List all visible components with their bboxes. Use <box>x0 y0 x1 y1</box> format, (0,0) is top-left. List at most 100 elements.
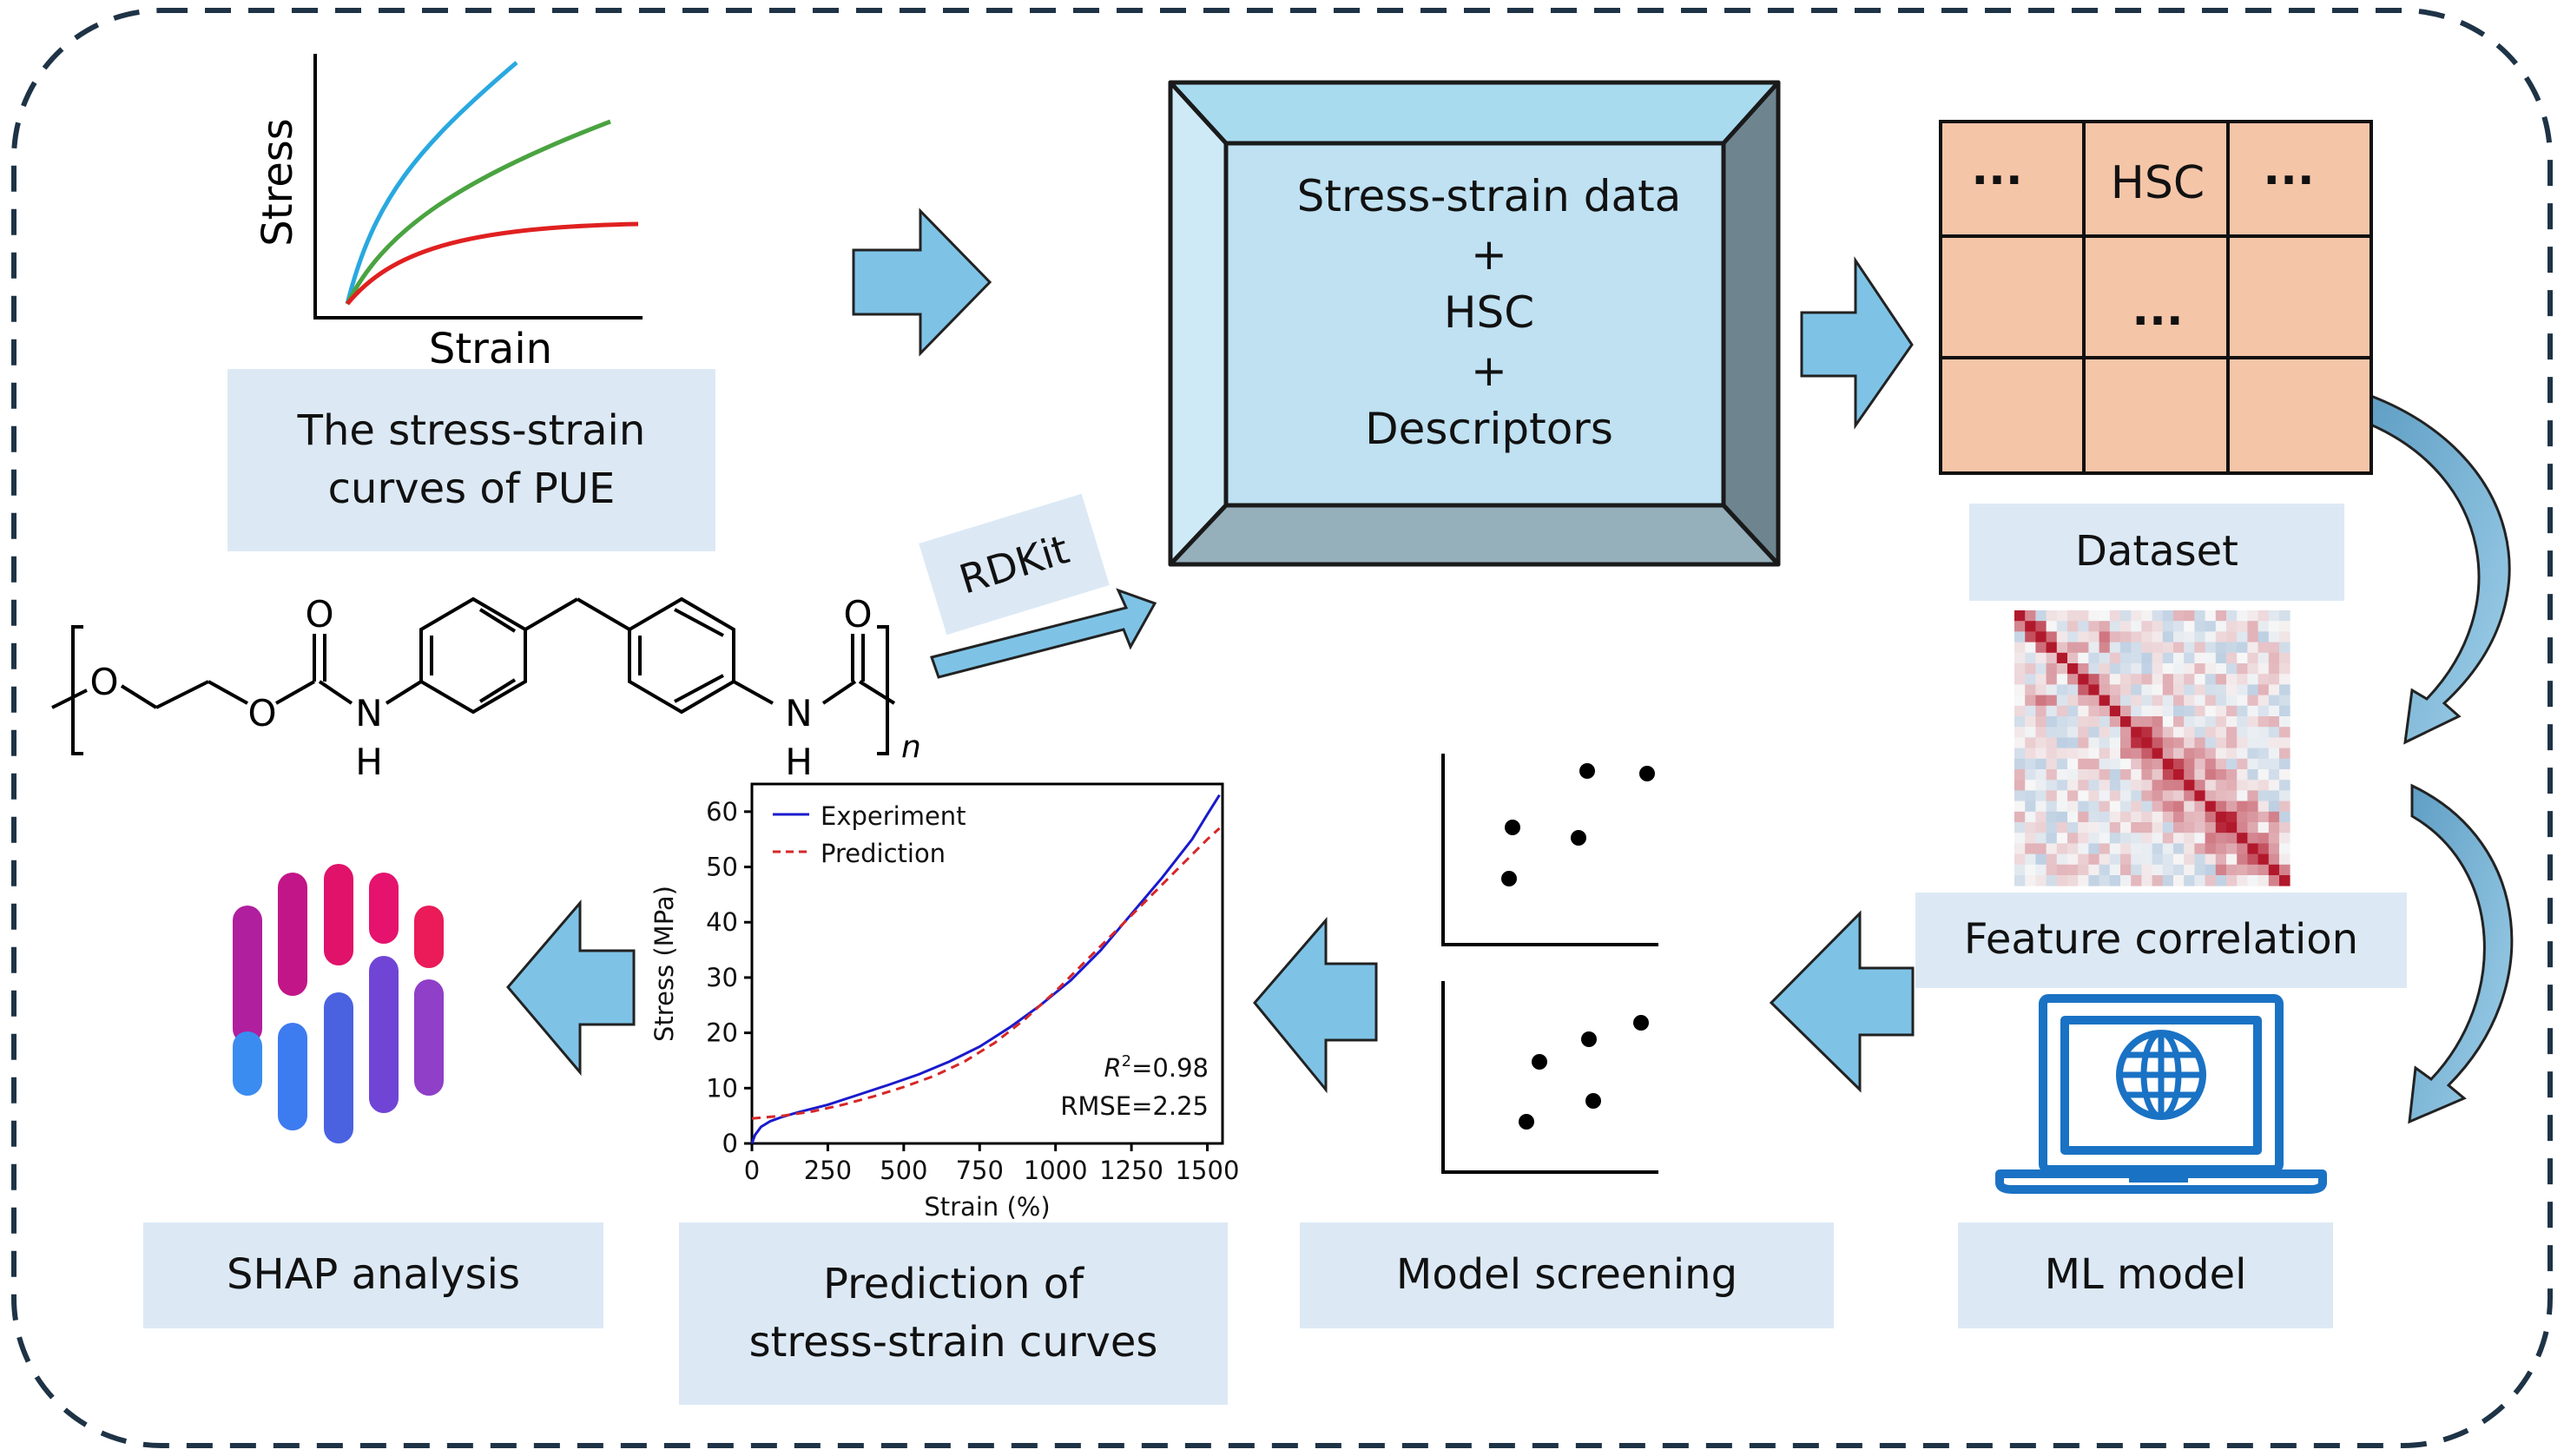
heatmap-cell <box>2205 631 2217 642</box>
heatmap-cell <box>2131 769 2142 781</box>
heatmap-cell <box>2194 705 2205 717</box>
heatmap-cell <box>2194 621 2205 632</box>
heatmap-cell <box>2141 727 2152 738</box>
heatmap-cell <box>2056 674 2068 685</box>
heatmap-cell <box>2067 621 2079 632</box>
heatmap-cell <box>2279 811 2290 823</box>
heatmap-cell <box>2237 822 2248 833</box>
heatmap-cell <box>2184 853 2195 866</box>
heatmap-cell <box>2141 684 2152 695</box>
heatmap-cell <box>2215 716 2227 728</box>
heatmap-cell <box>2268 621 2280 632</box>
atom-o: O <box>843 593 872 636</box>
bond <box>275 680 315 705</box>
heatmap-cell <box>2268 705 2280 717</box>
chart-frame <box>750 782 1224 1145</box>
laptop-base <box>1995 1169 2327 1194</box>
heatmap-cell <box>2194 853 2205 866</box>
heatmap-cell <box>2131 705 2142 717</box>
heatmap-cell <box>2131 631 2142 642</box>
heatmap-cell <box>2226 631 2238 642</box>
heatmap-cell <box>2205 610 2217 622</box>
heatmap-cell <box>2173 652 2185 664</box>
prediction-label-line: Prediction of <box>823 1259 1084 1308</box>
heatmap-cell <box>2067 822 2079 833</box>
model-screening-text: Model screening <box>1395 1250 1738 1300</box>
x-tick-label: 1250 <box>1099 1156 1163 1185</box>
heatmap-cell <box>2279 652 2290 664</box>
heatmap-cell <box>2194 758 2205 770</box>
heatmap-cell <box>2279 853 2290 866</box>
right-bracket <box>877 625 889 755</box>
heatmap-cell <box>2035 621 2047 632</box>
heatmap-cell <box>2215 684 2227 695</box>
heatmap-cell <box>2067 674 2079 685</box>
heatmap-cell <box>2258 684 2270 695</box>
heatmap-cell <box>2067 780 2079 791</box>
heatmap-cell <box>2268 822 2280 833</box>
heatmap-cell <box>2184 674 2195 685</box>
heatmap-cell <box>2067 790 2079 801</box>
pue-x-label: Strain <box>429 325 552 373</box>
heatmap-cell <box>2088 674 2099 685</box>
heatmap-cell <box>2226 716 2238 728</box>
heatmap-cell <box>2215 833 2227 844</box>
heatmap-cell <box>2109 864 2121 876</box>
heatmap-cell <box>2120 822 2132 833</box>
y-tick-label: 20 <box>706 1018 738 1048</box>
heatmap-cell <box>2014 684 2026 695</box>
heatmap-cell <box>2279 621 2290 632</box>
heatmap-cell <box>2056 631 2068 642</box>
heatmap-cell <box>2162 652 2174 664</box>
heatmap-cell <box>2237 843 2248 854</box>
heatmap-cell <box>2237 663 2248 675</box>
heatmap-cell <box>2173 727 2185 738</box>
heatmap-cell <box>2184 780 2195 791</box>
heatmap-cell <box>2173 853 2185 866</box>
heatmap-cell <box>2056 705 2068 717</box>
heatmap-cell <box>2173 790 2185 801</box>
y-tick-label: 60 <box>706 797 738 827</box>
bond <box>576 597 631 631</box>
heatmap-cell <box>2279 864 2290 876</box>
heatmap-cell <box>2173 748 2185 760</box>
chart-y-label: Stress (MPa) <box>649 886 679 1042</box>
heatmap-cell <box>2046 737 2058 748</box>
heatmap-cell <box>2088 684 2099 695</box>
heatmap-cell <box>2099 621 2111 632</box>
correlation-heatmap <box>2014 610 2290 886</box>
heatmap-cell <box>2258 621 2270 632</box>
heatmap-cell <box>2205 716 2217 728</box>
heatmap-cell <box>2205 684 2217 695</box>
heatmap-cell <box>2014 864 2026 876</box>
heatmap-cell <box>2014 875 2026 886</box>
heatmap-cell <box>2088 716 2099 728</box>
heatmap-cell <box>2194 769 2205 781</box>
heatmap-cell <box>2014 727 2026 738</box>
heatmap-cell <box>2205 875 2217 886</box>
heatmap-cell <box>2268 811 2280 823</box>
heatmap-cell <box>2247 811 2258 823</box>
heatmap-cell <box>2099 800 2111 813</box>
arrows <box>506 208 2514 1124</box>
heatmap-cell <box>2258 727 2270 738</box>
heatmap-cell <box>2131 811 2142 823</box>
bond <box>858 680 896 705</box>
heatmap-cell <box>2141 737 2152 748</box>
heatmap-cell <box>2162 864 2174 876</box>
heatmap-cell <box>2215 737 2227 748</box>
heatmap-cell <box>2088 758 2099 770</box>
heatmap-cell <box>2268 843 2280 854</box>
heatmap-cell <box>2099 864 2111 876</box>
heatmap-cell <box>2035 843 2047 854</box>
heatmap-cell <box>2099 716 2111 728</box>
heatmap-cell <box>2067 748 2079 760</box>
heatmap-cell <box>2025 843 2036 854</box>
heatmap-cell <box>2152 695 2164 707</box>
heatmap-cell <box>2088 621 2099 632</box>
heatmap-cell <box>2162 684 2174 695</box>
heatmap-cell <box>2152 780 2164 791</box>
experiment-line <box>750 794 1221 1144</box>
heatmap-cell <box>2226 822 2238 833</box>
